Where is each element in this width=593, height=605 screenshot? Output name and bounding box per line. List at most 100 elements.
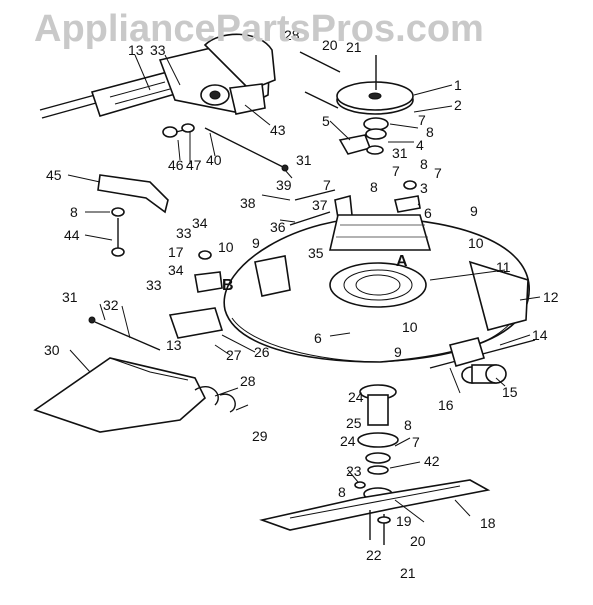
label-2: 2 bbox=[454, 97, 462, 113]
label-8d: 8 bbox=[70, 204, 78, 220]
washer-part-47 bbox=[181, 123, 195, 133]
label-34: 34 bbox=[192, 215, 208, 231]
spindle-part-25 bbox=[367, 394, 389, 426]
label-9c: 9 bbox=[252, 235, 260, 251]
roller-part-15 bbox=[461, 364, 507, 384]
label-20-bottom: 20 bbox=[410, 533, 426, 549]
label-27: 27 bbox=[226, 347, 242, 363]
blade-part-18 bbox=[259, 479, 491, 531]
callout-labels: 1 2 7 8 4 5 31 7 8 7 3 7 8 6 9 10 11 12 … bbox=[44, 27, 559, 581]
label-8c: 8 bbox=[370, 179, 378, 195]
rod-part-40 bbox=[204, 127, 286, 169]
label-9b: 9 bbox=[394, 344, 402, 360]
label-7e: 7 bbox=[412, 434, 420, 450]
discharge-chute-part-30 bbox=[33, 357, 206, 433]
spring-part-36 bbox=[289, 211, 331, 226]
label-33b: 33 bbox=[176, 225, 192, 241]
label-47: 47 bbox=[186, 157, 202, 173]
label-24: 24 bbox=[348, 389, 364, 405]
label-39: 39 bbox=[276, 177, 292, 193]
label-3: 3 bbox=[420, 180, 428, 196]
label-6b: 6 bbox=[314, 330, 322, 346]
label-38: 38 bbox=[240, 195, 256, 211]
bearing-part-24-bottom bbox=[357, 432, 399, 448]
belt-part-2 bbox=[299, 51, 341, 73]
label-21-top: 21 bbox=[346, 39, 362, 55]
label-45: 45 bbox=[46, 167, 62, 183]
leader-lines bbox=[67, 54, 541, 523]
label-14: 14 bbox=[532, 327, 548, 343]
spacer-part-4 bbox=[366, 145, 384, 155]
label-23: 23 bbox=[346, 463, 362, 479]
idler-bracket-part-5 bbox=[338, 134, 372, 155]
label-28-top: 28 bbox=[284, 27, 300, 43]
label-15: 15 bbox=[502, 384, 518, 400]
label-8e: 8 bbox=[404, 417, 412, 433]
bolt-part-44 bbox=[111, 218, 125, 257]
label-13b: 13 bbox=[166, 337, 182, 353]
pin-part-31 bbox=[88, 316, 96, 324]
label-24b: 24 bbox=[340, 433, 356, 449]
label-46: 46 bbox=[168, 157, 184, 173]
mower-deck-housing-part-12 bbox=[223, 214, 530, 363]
label-34b: 34 bbox=[168, 262, 184, 278]
drive-shaft-assembly bbox=[39, 33, 276, 119]
spring-part-38 bbox=[294, 189, 336, 201]
label-6: 6 bbox=[424, 205, 432, 221]
pulley-part-1 bbox=[336, 81, 414, 115]
label-40: 40 bbox=[206, 152, 222, 168]
label-28: 28 bbox=[240, 373, 256, 389]
washer-part-20 bbox=[377, 516, 391, 524]
bracket-part-26 bbox=[168, 307, 224, 339]
washer-part-8-left bbox=[111, 207, 125, 217]
bracket-b bbox=[254, 255, 291, 297]
label-17: 17 bbox=[168, 244, 184, 260]
label-29: 29 bbox=[252, 428, 268, 444]
label-8: 8 bbox=[426, 124, 434, 140]
label-33: 33 bbox=[150, 42, 166, 58]
label-20-top: 20 bbox=[322, 37, 338, 53]
bracket-part-17 bbox=[194, 271, 223, 293]
label-7: 7 bbox=[418, 112, 426, 128]
label-43: 43 bbox=[270, 122, 286, 138]
label-8f: 8 bbox=[338, 484, 346, 500]
label-10c: 10 bbox=[218, 239, 234, 255]
label-a: A bbox=[396, 253, 408, 270]
label-31-top: 31 bbox=[296, 152, 312, 168]
label-44: 44 bbox=[64, 227, 80, 243]
label-4: 4 bbox=[416, 137, 424, 153]
label-10b: 10 bbox=[402, 319, 418, 335]
label-7b: 7 bbox=[392, 163, 400, 179]
rod-part-32 bbox=[94, 321, 161, 351]
nut-part-23 bbox=[354, 481, 366, 489]
mounting-plate-part-35 bbox=[328, 214, 432, 251]
label-26: 26 bbox=[254, 344, 270, 360]
label-7c: 7 bbox=[434, 165, 442, 181]
label-22: 22 bbox=[366, 547, 382, 563]
label-30: 30 bbox=[44, 342, 60, 358]
watermark: AppliancePartsPros.com bbox=[34, 8, 484, 50]
label-21-bottom: 21 bbox=[400, 565, 416, 581]
label-7d: 7 bbox=[323, 177, 331, 193]
label-b: B bbox=[222, 277, 234, 294]
label-8b: 8 bbox=[420, 156, 428, 172]
label-35: 35 bbox=[308, 245, 324, 261]
label-33c: 33 bbox=[146, 277, 162, 293]
idler-arm-part-6 bbox=[394, 195, 421, 213]
label-10: 10 bbox=[468, 235, 484, 251]
label-13: 13 bbox=[128, 42, 144, 58]
label-19: 19 bbox=[396, 513, 412, 529]
label-5: 5 bbox=[322, 113, 330, 129]
label-31-left: 31 bbox=[62, 289, 78, 305]
label-1: 1 bbox=[454, 77, 462, 93]
nut-part-34 bbox=[198, 250, 212, 260]
clip-part-29 bbox=[219, 393, 236, 413]
label-18: 18 bbox=[480, 515, 496, 531]
label-32: 32 bbox=[103, 297, 119, 313]
label-31-right: 31 bbox=[392, 145, 408, 161]
bracket-part-45 bbox=[97, 174, 169, 214]
clip-part-28 bbox=[194, 386, 219, 406]
label-37: 37 bbox=[312, 197, 328, 213]
